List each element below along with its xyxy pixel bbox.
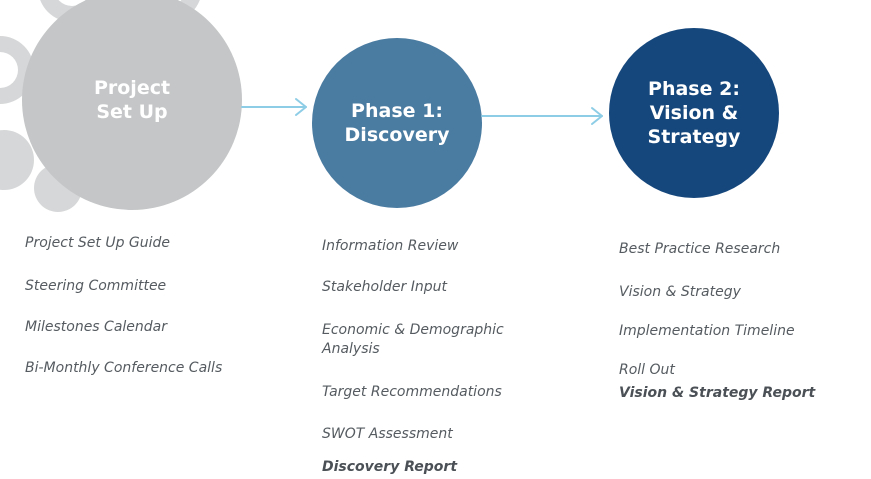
list-item: SWOT Assessment (322, 426, 453, 442)
phase-title: Phase 2: Vision & Strategy (647, 78, 741, 148)
list-item: Best Practice Research (619, 241, 781, 257)
report-label: Vision & Strategy Report (619, 385, 816, 401)
list-item: Implementation Timeline (619, 323, 795, 339)
list-item: Bi-Monthly Conference Calls (25, 360, 223, 376)
phase-title: Project Set Up (93, 77, 171, 123)
list-item: Information Review (322, 238, 459, 254)
list-item: Target Recommendations (322, 384, 502, 400)
phase-circle-discovery: Phase 1: Discovery (312, 38, 482, 208)
list-item: Milestones Calendar (25, 319, 168, 335)
phase-title: Phase 1: Discovery (344, 100, 450, 146)
report-label: Discovery Report (322, 459, 458, 475)
list-item: Steering Committee (25, 278, 167, 294)
list-item: Economic & Demographic Analysis (322, 322, 504, 357)
phase-circle-project-set-up: Project Set Up (22, 0, 242, 210)
list-item: Stakeholder Input (322, 279, 447, 295)
list-item: Project Set Up Guide (25, 235, 171, 251)
phase-circle-vision-strategy: Phase 2: Vision & Strategy (609, 28, 779, 198)
list-item: Vision & Strategy (619, 284, 741, 300)
list-item: Roll Out (619, 362, 675, 378)
